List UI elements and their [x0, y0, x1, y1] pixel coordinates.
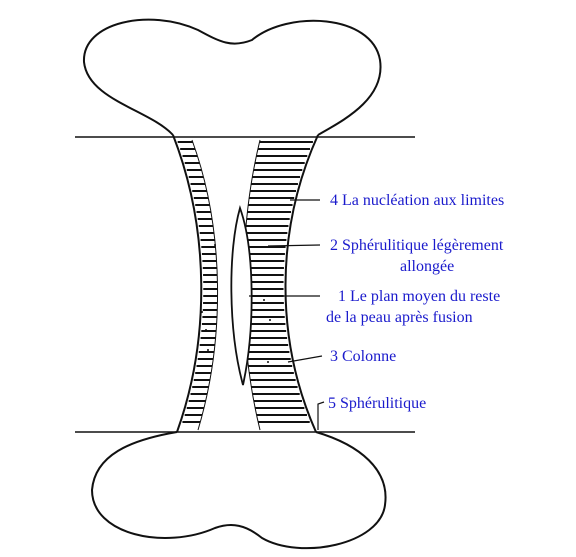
- right-hatched-zone: [244, 142, 313, 422]
- leader-5: [318, 402, 324, 430]
- central-lens: [231, 208, 251, 385]
- label-nucleation-boundaries: 4 La nucléation aux limites: [330, 192, 504, 210]
- label-spherulitic: 5 Sphérulitique: [328, 395, 426, 413]
- leader-2: [268, 245, 320, 246]
- top-bulb-outline: [84, 20, 381, 135]
- label-mid-plane-line2: de la peau après fusion: [326, 309, 473, 327]
- left-hatched-zone: [178, 142, 218, 422]
- label-mid-plane-line1: 1 Le plan moyen du reste: [338, 288, 500, 306]
- label-spherulitic-elongated-line1: 2 Sphérulitique légèrement: [330, 237, 503, 255]
- bottom-bulb-outline: [92, 432, 386, 548]
- label-spherulitic-elongated-line2: allongée: [400, 258, 454, 276]
- label-column: 3 Colonne: [330, 348, 396, 366]
